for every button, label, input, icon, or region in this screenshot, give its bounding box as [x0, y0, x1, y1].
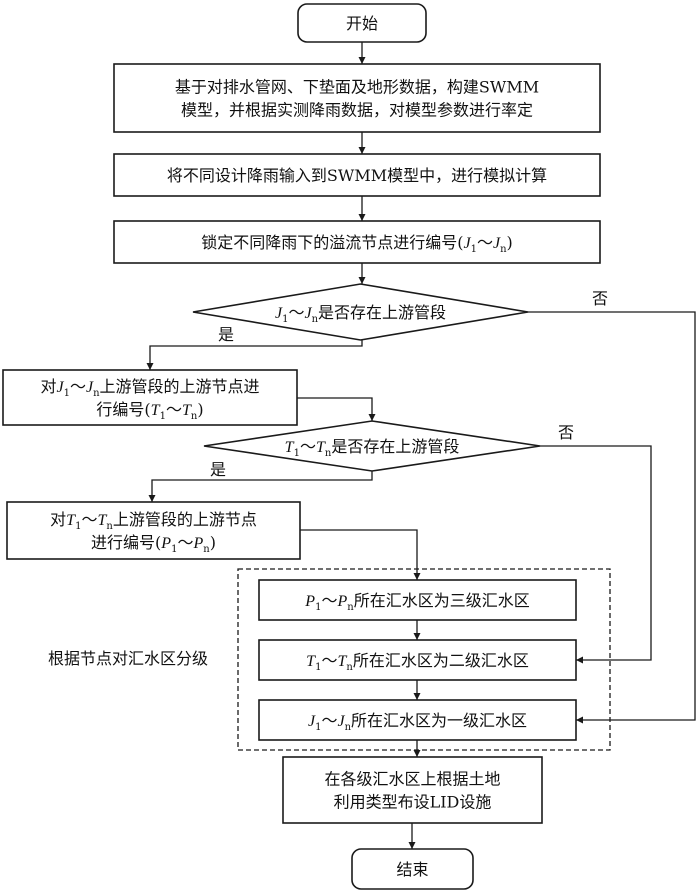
build-model-text: 基于对排水管网、下垫面及地形数据，构建SWMM: [175, 78, 539, 97]
level1-box: [258, 699, 577, 741]
connectors: [146, 42, 696, 849]
end-terminal: [351, 848, 474, 890]
decision-j-diamond: [192, 283, 529, 341]
grading-group-box: [237, 568, 611, 751]
level3-text: P1​～Pn​所在汇水区为三级汇水区: [304, 591, 529, 613]
lid-text: 在各级汇水区上根据土地: [324, 770, 500, 789]
simulate-text: 将不同设计降雨输入到SWMM模型中，进行模拟计算: [167, 166, 547, 185]
number-t-text: 行编号(T1​～Tn​): [96, 400, 203, 422]
number-p-text: 进行编号(P1​～Pn​): [91, 533, 216, 555]
number-p-box: [6, 501, 301, 560]
arrow-decision-j-no: [528, 311, 696, 724]
decision-j-yes-label: 是: [218, 325, 234, 344]
end-text: 结束: [396, 860, 428, 879]
arrow-decision-t-yes: [148, 471, 373, 502]
number-overflow-box: [113, 220, 601, 264]
level2-box: [258, 639, 577, 681]
decision-j-text: J1​～Jn​是否存在上游管段: [275, 303, 446, 325]
build-model-text: 模型，并根据实测降雨数据，对模型参数进行率定: [181, 101, 533, 120]
start-terminal: [297, 3, 427, 43]
level2-text: T1​～Tn​所在汇水区为二级汇水区: [306, 651, 529, 673]
arrow-number-t-to-decision-t: [297, 397, 376, 421]
start-text: 开始: [346, 14, 378, 33]
number-t-box: [2, 369, 298, 426]
number-t-text: 对J1​～Jn​上游管段的上游节点进: [40, 377, 259, 399]
level3-box: [258, 579, 577, 621]
decision-t-no-label: 否: [558, 423, 574, 442]
decision-t-diamond: [203, 420, 541, 472]
arrow-decision-t-no: [540, 445, 652, 664]
lid-text: 利用类型布设LID设施: [334, 793, 492, 812]
number-p-text: 对T1​～Tn​上游管段的上游节点: [50, 510, 257, 532]
level1-text: J1​～Jn​所在汇水区为一级汇水区: [308, 711, 527, 733]
decision-j-no-label: 否: [592, 289, 608, 308]
lid-box: [282, 756, 543, 824]
decision-t-yes-label: 是: [210, 460, 226, 479]
grading-group-label: 根据节点对汇水区分级: [48, 649, 208, 668]
number-overflow-text: 锁定不同降雨下的溢流节点进行编号(J1​～Jn​): [201, 233, 513, 255]
arrow-decision-j-yes: [146, 340, 363, 370]
decision-t-text: T1​～Tn​是否存在上游管段: [285, 437, 460, 459]
arrow-number-p-to-level3: [300, 529, 421, 580]
build-model-box: [113, 63, 601, 133]
simulate-box: [113, 153, 601, 197]
